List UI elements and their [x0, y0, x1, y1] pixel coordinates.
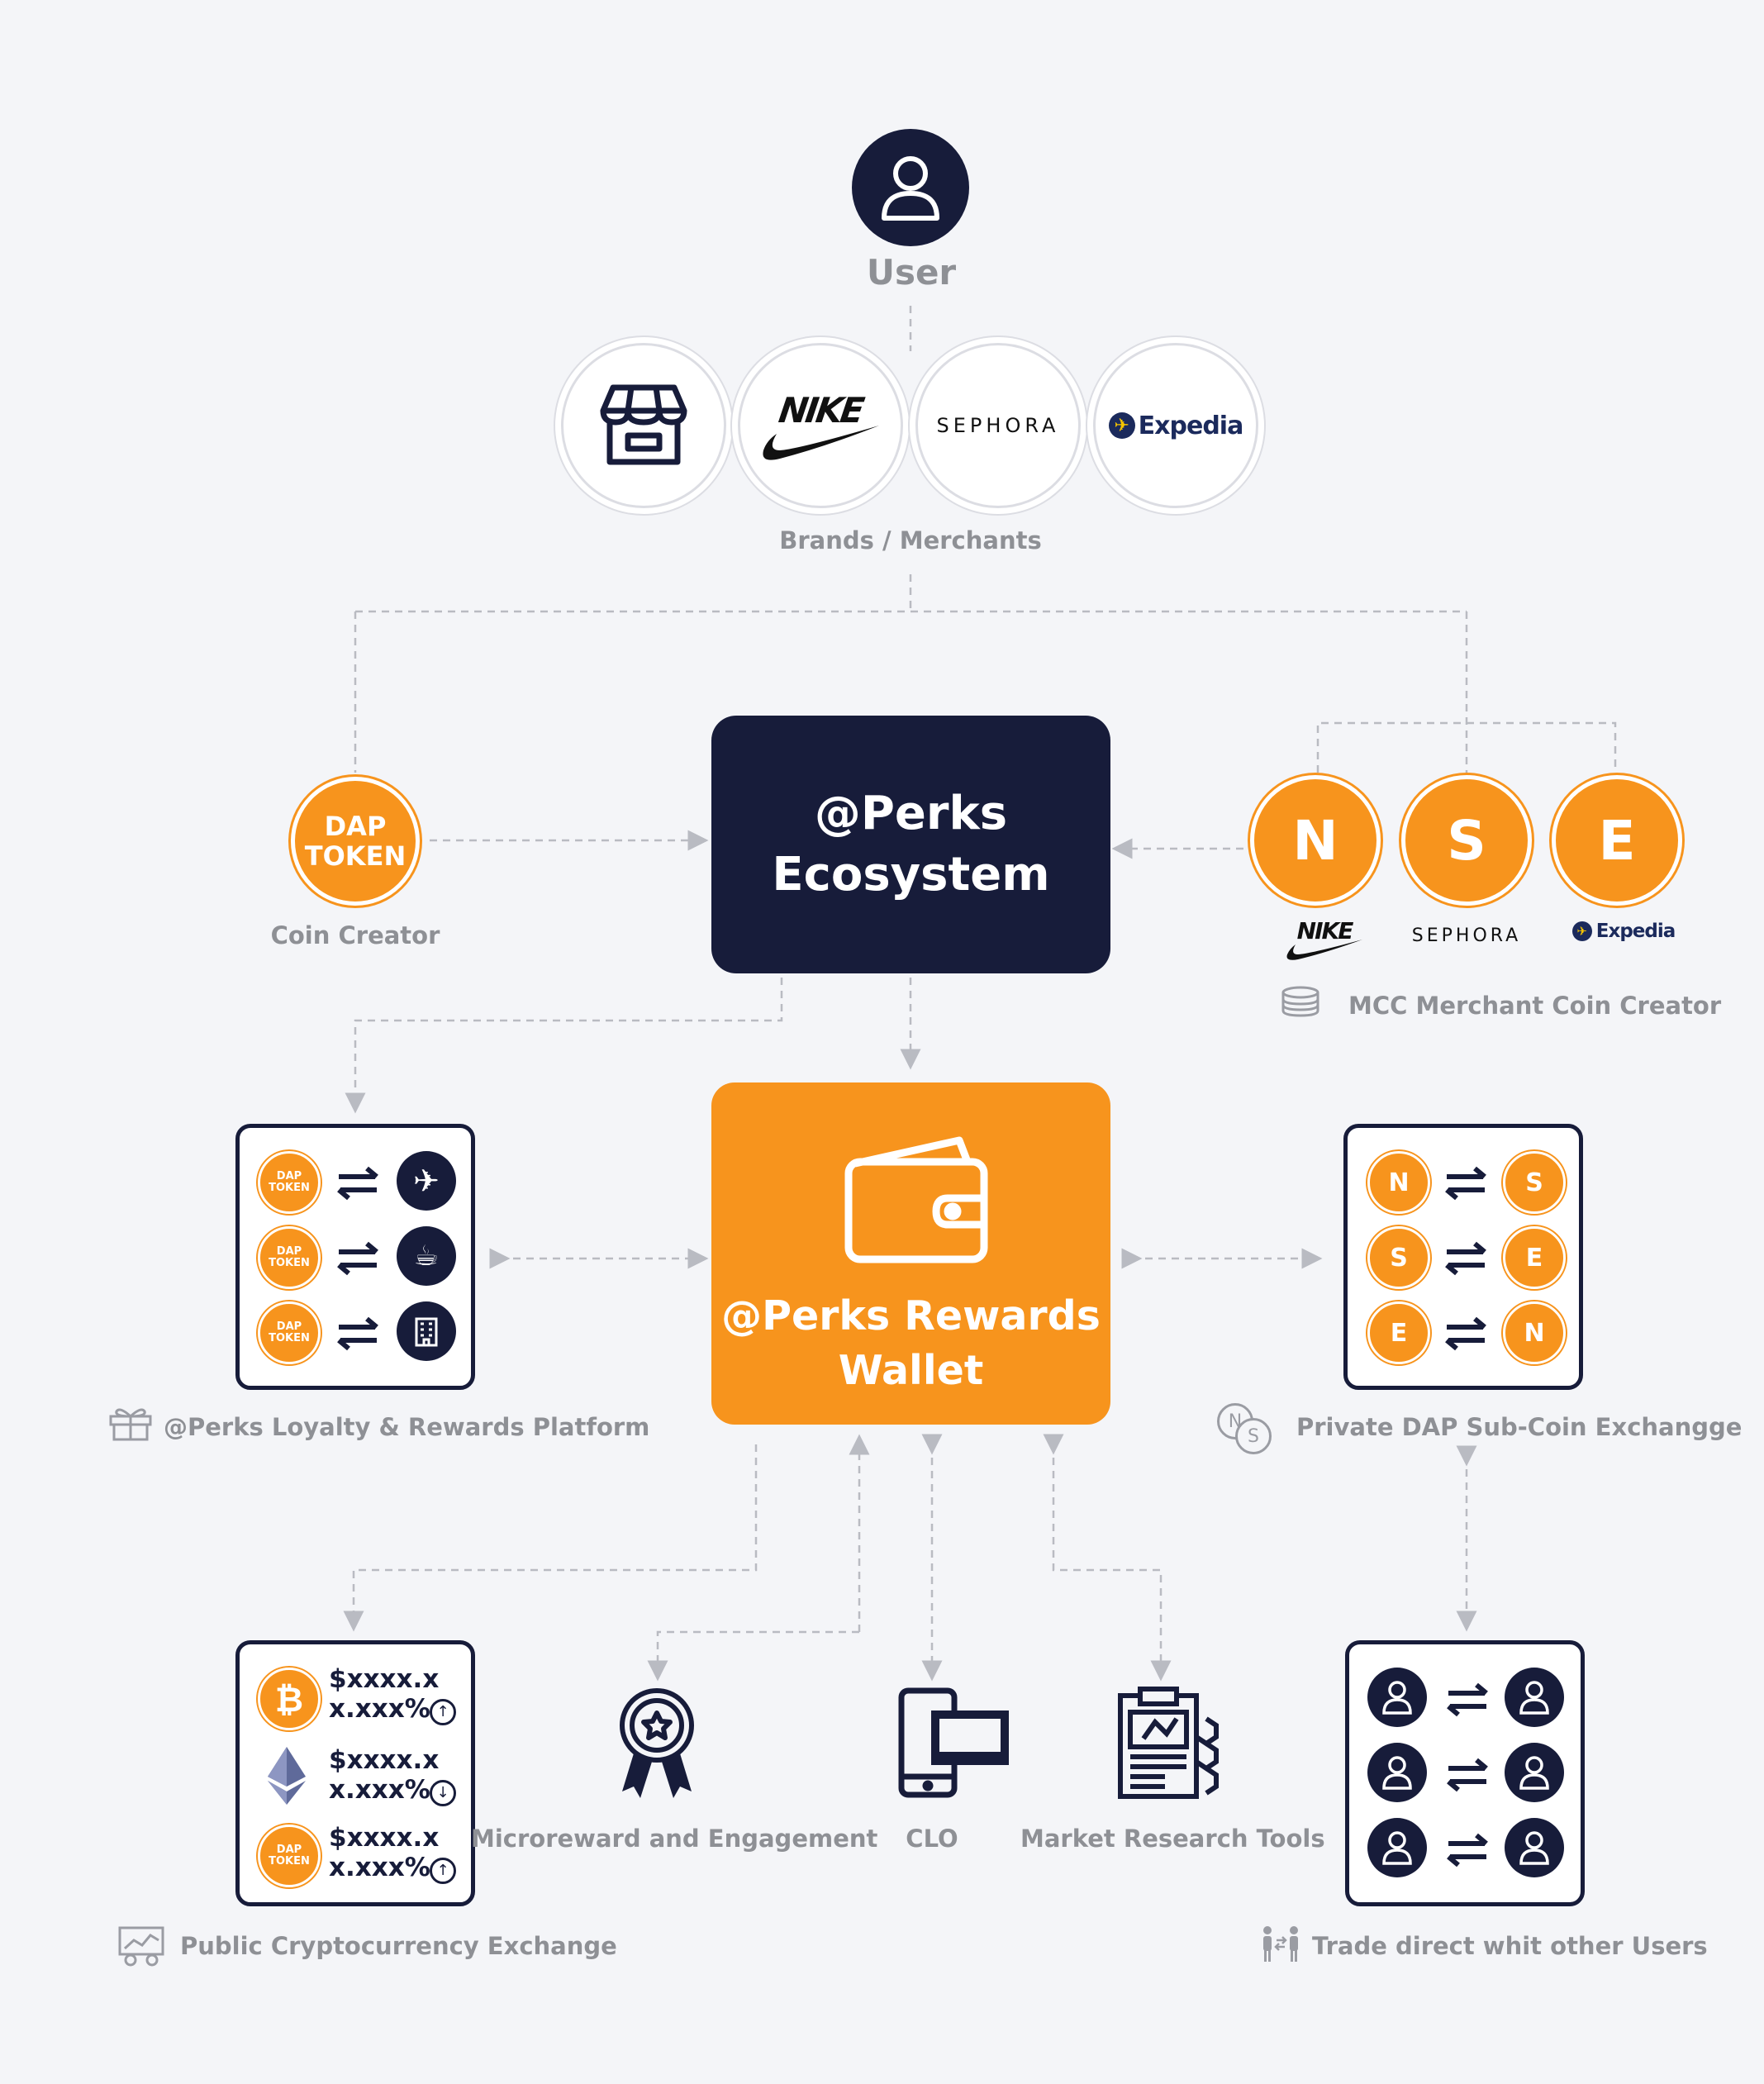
user-avatar-icon — [1505, 1818, 1564, 1877]
coffee-cup-icon: ☕ — [397, 1226, 456, 1286]
devices-icon — [898, 1687, 1009, 1798]
expedia-coin[interactable]: E — [1552, 775, 1682, 906]
exchange-arrows-icon — [1445, 1166, 1486, 1201]
trade-users-panel[interactable] — [1345, 1640, 1585, 1906]
expedia-coin-letter: E — [1598, 808, 1636, 873]
coin-swap-icon: N S — [1217, 1403, 1283, 1454]
exchange-arrows-icon — [1447, 1758, 1488, 1792]
user-avatar-icon — [1367, 1818, 1427, 1877]
store-brand-circle[interactable] — [561, 343, 726, 508]
users-group-icon — [1263, 1926, 1298, 1962]
ethereum-icon — [268, 1747, 306, 1805]
nike-swoosh-icon — [763, 425, 879, 460]
dap-token-line1: DAP — [324, 811, 387, 842]
wallet-icon — [844, 1136, 988, 1263]
nike-wordmark: NIKE — [776, 389, 865, 431]
market-research-icon — [1118, 1687, 1219, 1799]
crypto-pct: x.xxx% — [329, 1853, 430, 1882]
exchange-arrows-icon — [1445, 1316, 1486, 1351]
expedia-brand-circle[interactable]: ✈ Expedia — [1093, 343, 1258, 508]
bitcoin-icon: ₿ — [258, 1668, 321, 1730]
crypto-exchange-label: Public Cryptocurrency Exchange — [180, 1932, 617, 1960]
arrow-up-icon: ↑ — [430, 1858, 456, 1884]
exchange-arrows-icon — [1445, 1241, 1486, 1276]
exchange-arrows-icon — [1447, 1682, 1488, 1717]
sephora-wordmark: SEPHORA — [936, 414, 1060, 437]
exchange-arrows-icon — [337, 1166, 378, 1201]
crypto-pct: x.xxx% — [329, 1694, 430, 1724]
expedia-globe-icon: ✈ — [1108, 412, 1135, 439]
ecosystem-title-line2: Ecosystem — [772, 848, 1050, 902]
crypto-price: $xxxx.x — [329, 1664, 440, 1694]
exchange-arrows-icon — [337, 1241, 378, 1276]
exchange-arrows-icon — [1447, 1833, 1488, 1868]
nike-coin[interactable]: N — [1250, 775, 1381, 906]
sephora-small-wordmark: SEPHORA — [1411, 925, 1522, 946]
airplane-icon: ✈ — [397, 1151, 456, 1211]
dap-token-coin[interactable]: DAP TOKEN — [291, 777, 420, 906]
crypto-price: $xxxx.x — [329, 1745, 440, 1775]
coin-creator-label: Coin Creator — [270, 921, 440, 949]
dap-token-line2: TOKEN — [304, 840, 407, 872]
gift-icon — [109, 1408, 152, 1441]
ecosystem-box[interactable]: @Perks Ecosystem — [711, 716, 1110, 973]
subcoin-from-1: N — [1367, 1151, 1430, 1214]
hotel-building-icon — [397, 1301, 456, 1361]
expedia-small-wordmark: Expedia — [1595, 921, 1676, 942]
crypto-price: $xxxx.x — [329, 1823, 440, 1853]
wallet-title-line2: Wallet — [838, 1347, 984, 1394]
nike-small-wordmark: NIKE — [1296, 917, 1354, 944]
user-avatar-icon — [1505, 1743, 1564, 1802]
subcoin-from-3: E — [1367, 1301, 1430, 1364]
user-avatar-icon — [1505, 1668, 1564, 1727]
subcoin-from-2: S — [1367, 1226, 1430, 1289]
nike-brand-circle[interactable]: NIKE — [738, 343, 903, 508]
award-ribbon-icon — [620, 1688, 694, 1798]
subcoin-to-3: N — [1503, 1301, 1566, 1364]
trade-users-label: Trade direct whit other Users — [1312, 1932, 1708, 1960]
coin-stack-icon — [1281, 986, 1319, 1017]
ecosystem-title-line1: @Perks — [814, 787, 1008, 840]
subcoin-to-2: E — [1503, 1226, 1566, 1289]
expedia-wordmark: Expedia — [1138, 411, 1244, 440]
expedia-small-globe-icon: ✈ — [1571, 921, 1592, 941]
subcoin-label: Private DAP Sub-Coin Exchangge — [1296, 1413, 1743, 1441]
crypto-pct: x.xxx% — [329, 1775, 430, 1805]
sephora-coin-letter: S — [1447, 808, 1486, 873]
arrow-down-icon: ↓ — [430, 1780, 456, 1806]
subcoin-panel[interactable]: N S S E E N — [1343, 1124, 1583, 1390]
user-avatar-icon — [1367, 1668, 1427, 1727]
sephora-coin[interactable]: S — [1401, 775, 1532, 906]
market-research-label: Market Research Tools — [1020, 1825, 1325, 1853]
clo-label: CLO — [906, 1825, 958, 1853]
exchange-arrows-icon — [337, 1316, 378, 1351]
mcc-label: MCC Merchant Coin Creator — [1348, 992, 1722, 1020]
microreward-label: Microreward and Engagement — [471, 1825, 878, 1853]
expedia-small-logo: ✈ Expedia — [1566, 921, 1681, 942]
user-avatar-icon — [1367, 1743, 1427, 1802]
user-icon — [882, 156, 939, 221]
brands-label: Brands / Merchants — [779, 526, 1042, 554]
nike-small-logo: NIKE — [1279, 917, 1370, 964]
arrow-up-icon: ↑ — [430, 1699, 456, 1725]
user-label: User — [866, 252, 957, 293]
subcoin-to-1: S — [1503, 1151, 1566, 1214]
nike-coin-letter: N — [1292, 808, 1338, 873]
loyalty-label: @Perks Loyalty & Rewards Platform — [164, 1413, 650, 1441]
store-icon — [600, 384, 687, 465]
wallet-title-line1: @Perks Rewards — [721, 1292, 1101, 1339]
exchange-chart-icon — [118, 1926, 164, 1967]
nike-small-swoosh-icon — [1286, 940, 1362, 960]
user-avatar — [852, 129, 969, 246]
sephora-brand-circle[interactable]: SEPHORA — [915, 343, 1081, 508]
rewards-wallet-box[interactable]: @Perks Rewards Wallet — [711, 1082, 1110, 1425]
